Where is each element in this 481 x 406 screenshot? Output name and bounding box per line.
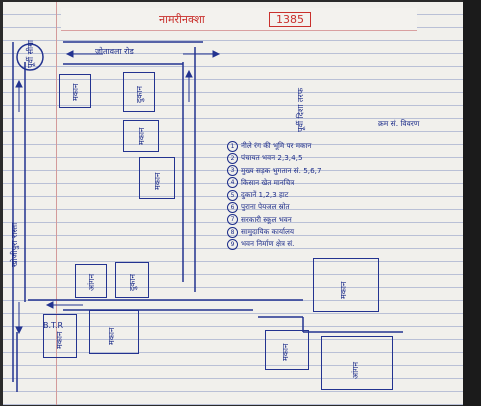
house-2: दुकान [123,72,155,112]
top-road-label: जोतावला रोड [95,47,134,56]
legend-heading: क्रम सं. विवरण [378,119,420,128]
dark-edge [463,0,481,406]
house-3: मकान [123,120,159,152]
map-lines [12,41,403,392]
house-6: दुकान [115,262,149,298]
header-number: 1385 [269,12,311,27]
notebook-page: नामरीनक्शा 1385 [3,2,463,405]
house-7: मकान [43,314,77,358]
left-road-label: खोजीपुरा रास्ता [10,222,19,267]
house-9: मकान [313,258,379,312]
house-4: मकान [139,157,175,199]
margin-line [56,2,57,405]
house-11: आंगन [321,336,393,390]
corner-circle [16,43,44,71]
page-header: नामरीनक्शा 1385 [61,8,417,31]
house-10: मकान [265,330,309,370]
vertical-right-label: पूर्वी दिशा तरफ [296,88,305,132]
house-1: मकान [59,74,91,108]
header-title: नामरीनक्शा [159,13,205,26]
corner-label: पूर्वी सीमा [26,40,35,68]
bottom-code: B.T.R [43,321,64,330]
house-8: मकान [89,310,139,354]
house-5: आंगन [75,264,107,298]
